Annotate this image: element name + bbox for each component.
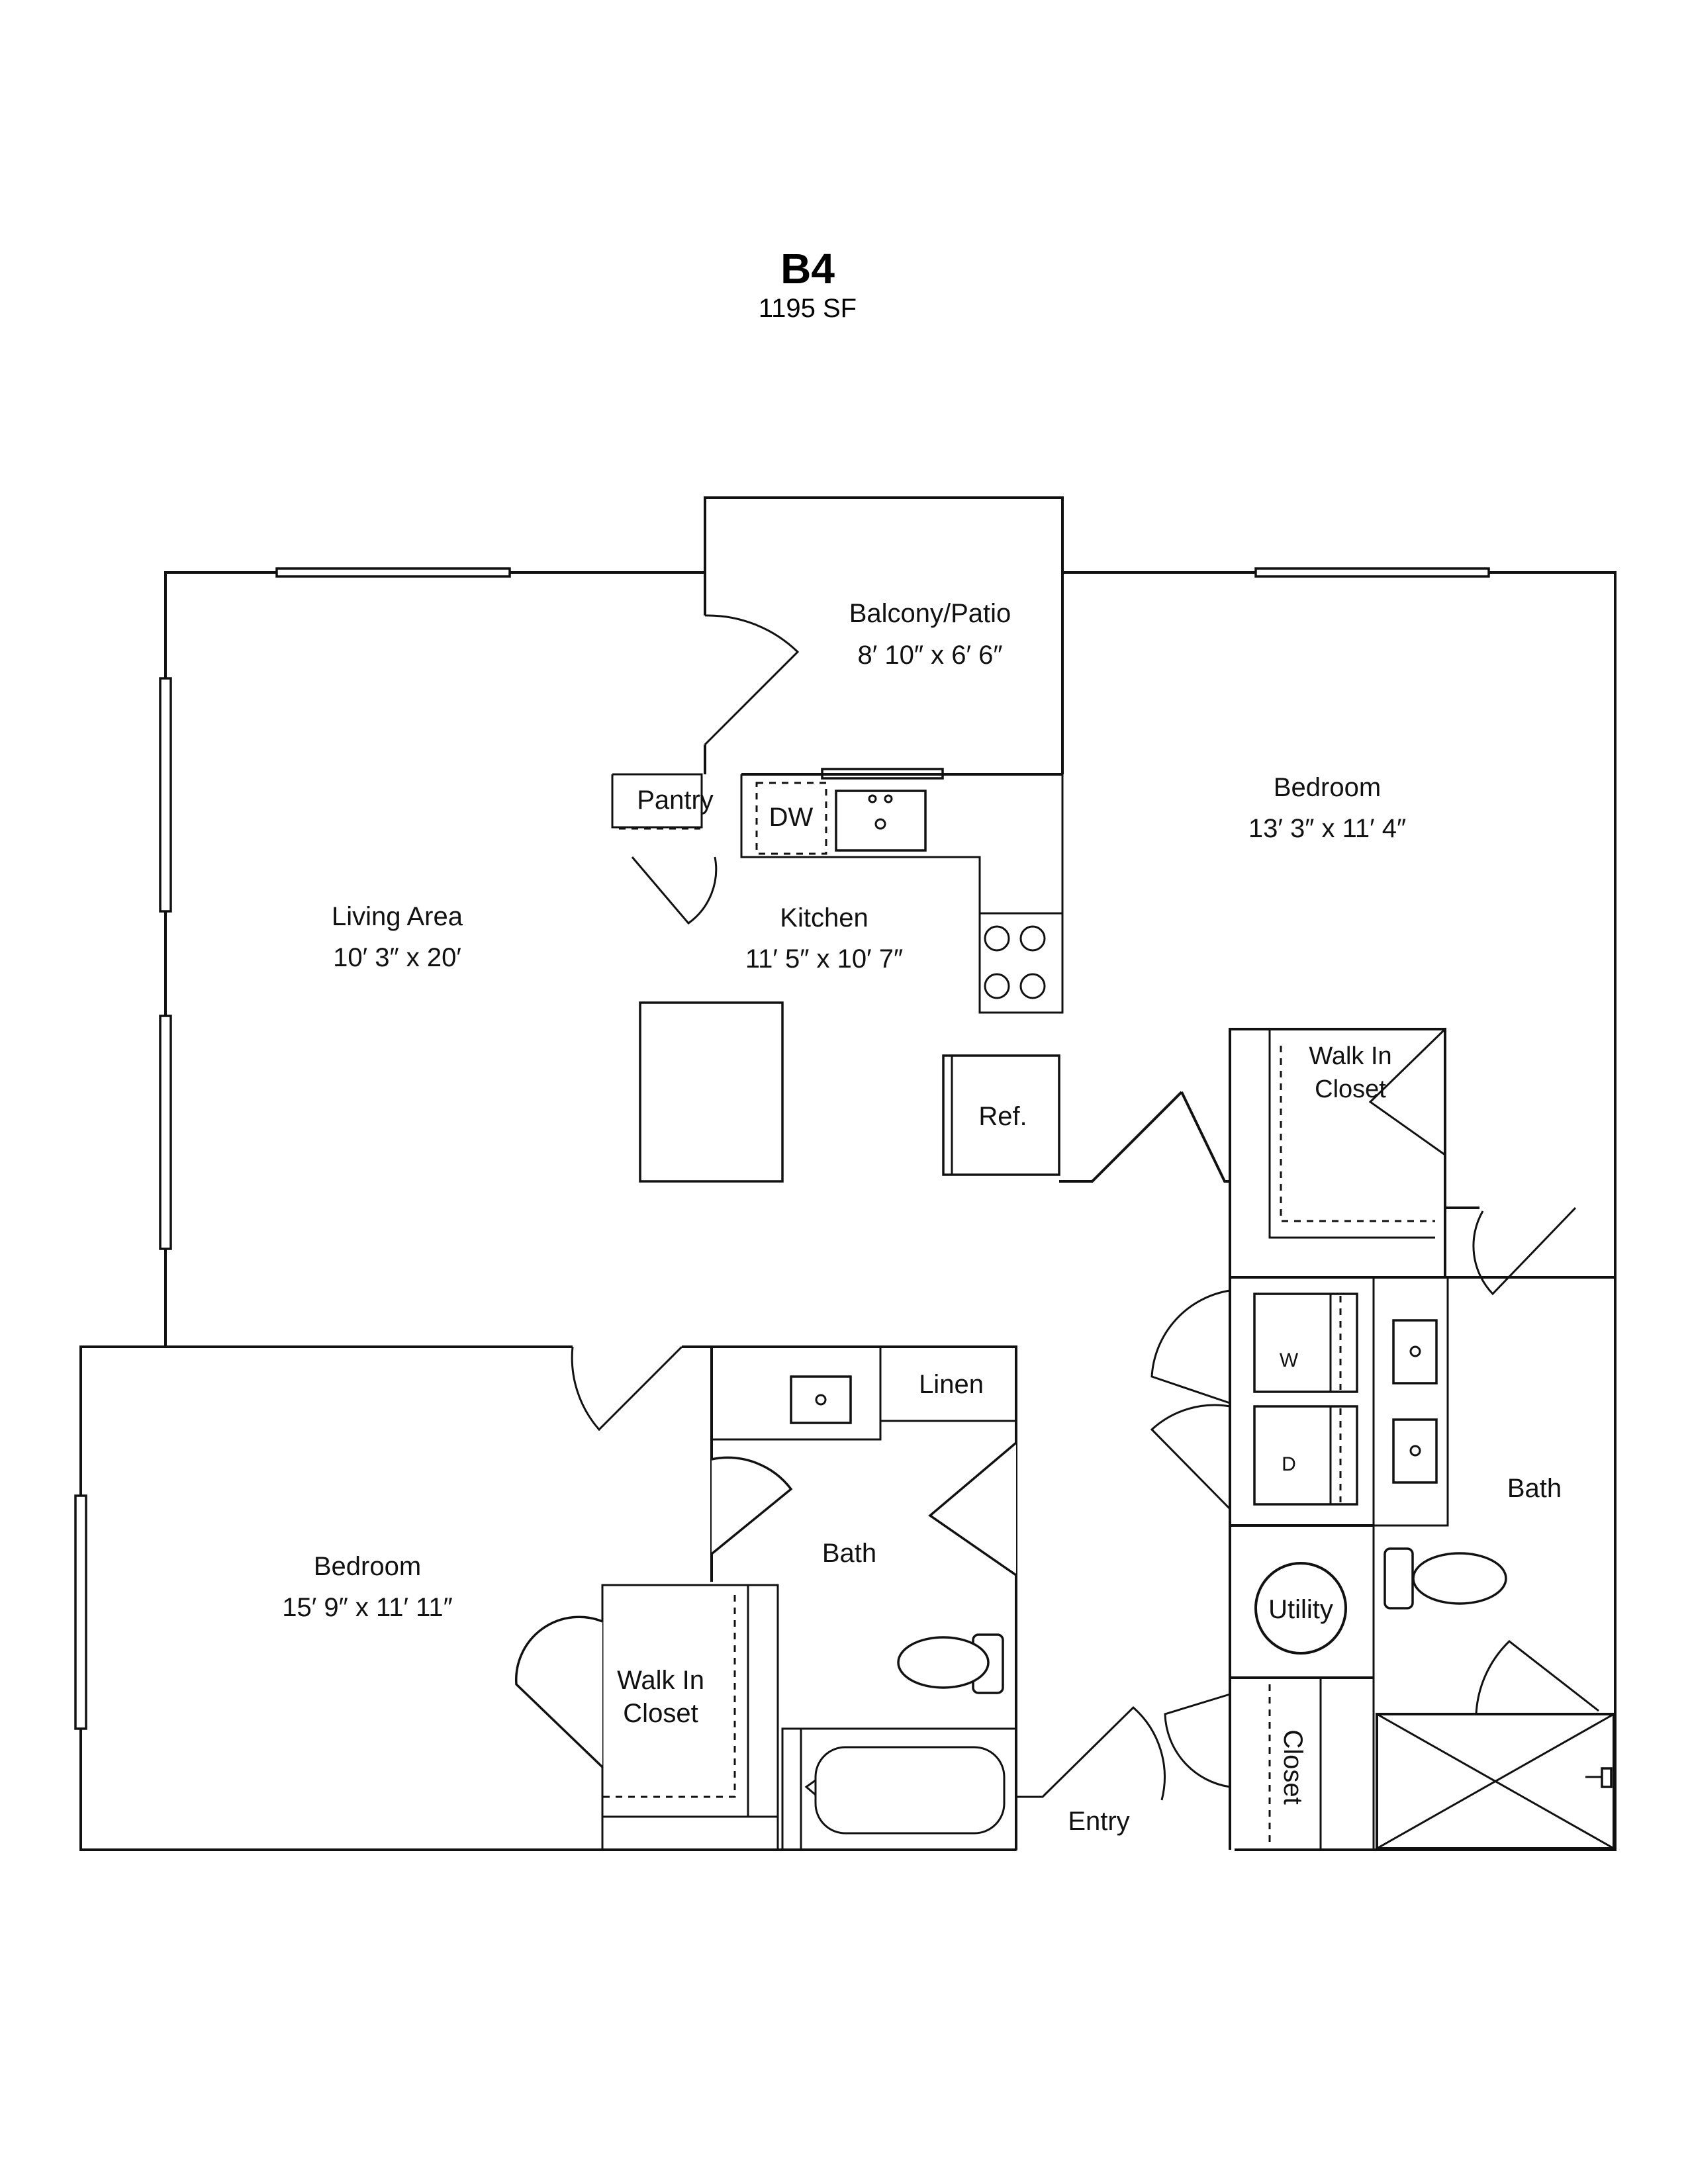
walkin-closet-second-door (515, 1615, 604, 1768)
exterior-walls (79, 496, 1617, 1851)
toilet-bowl-main (1412, 1552, 1507, 1605)
label-bedroom-second: Bedroom (314, 1552, 421, 1581)
linen-door (928, 1441, 1017, 1576)
label-walkin-main-line1: Walk In (1309, 1042, 1391, 1070)
label-linen: Linen (919, 1370, 984, 1399)
shower-door (1475, 1640, 1599, 1715)
window-bedroom-top (1254, 567, 1490, 578)
second-bedroom-walls (515, 1345, 1017, 1851)
stove-burner (1019, 973, 1046, 999)
label-dryer: D (1282, 1453, 1296, 1475)
washer (1253, 1293, 1358, 1393)
label-walkin-second-line2: Closet (623, 1699, 698, 1728)
toilet-tank-main (1383, 1547, 1414, 1610)
water-heater (1254, 1562, 1347, 1655)
laundry-door-upper (1150, 1289, 1231, 1404)
window-living-left-1 (159, 677, 172, 913)
room-labels: Balcony/Patio 8′ 10″ x 6′ 6″ Bedroom 13′… (282, 599, 1562, 1836)
label-bedroom-second-dims: 15′ 9″ x 11′ 11″ (282, 1593, 453, 1622)
plan-header: B4 1195 SF (0, 245, 1615, 324)
label-bedroom-main: Bedroom (1274, 773, 1381, 802)
label-bath-second: Bath (822, 1539, 876, 1568)
label-bath-main: Bath (1507, 1474, 1562, 1503)
bedroom-main-door (1472, 1206, 1577, 1296)
stove-burner (984, 925, 1010, 952)
closet-entry-door (1164, 1693, 1231, 1788)
stove-burner (1019, 925, 1046, 952)
label-entry: Entry (1068, 1807, 1129, 1836)
dryer (1253, 1405, 1358, 1506)
window-bedroom-left (74, 1494, 87, 1730)
laundry-door-lower (1150, 1404, 1231, 1510)
label-living: Living Area (332, 902, 463, 931)
walkin-closet-main-door (1368, 1028, 1446, 1156)
toilet-bowl-second (897, 1636, 990, 1689)
shower (1376, 1713, 1615, 1850)
plan-area: 1195 SF (758, 294, 857, 323)
label-balcony-dims: 8′ 10″ x 6′ 6″ (857, 641, 1002, 670)
label-walkin-main-line2: Closet (1315, 1075, 1386, 1103)
label-living-dims: 10′ 3″ x 20′ (333, 943, 461, 972)
bathtub (781, 1727, 1017, 1851)
pantry-door-swing (631, 856, 718, 925)
bath-second-door (710, 1456, 793, 1582)
window-living-left-2 (159, 1015, 172, 1250)
refrigerator (942, 1054, 1060, 1176)
plan-name: B4 (780, 245, 835, 293)
kitchen-island (639, 1001, 784, 1183)
balcony-walls (704, 572, 1064, 774)
label-closet: Closet (1278, 1729, 1307, 1804)
dishwasher (755, 782, 827, 855)
linen-closet (879, 1345, 1017, 1422)
label-washer: W (1280, 1349, 1299, 1371)
sink-main-1 (1392, 1319, 1438, 1385)
vanity-main (1372, 1276, 1449, 1527)
label-kitchen: Kitchen (780, 903, 868, 933)
sink-kitchen (835, 790, 927, 852)
label-bedroom-main-dims: 13′ 3″ x 11′ 4″ (1248, 814, 1406, 843)
label-utility: Utility (1268, 1595, 1333, 1624)
label-walkin-second-line1: Walk In (617, 1666, 704, 1695)
main-bath (1372, 1276, 1615, 1850)
label-pantry: Pantry (637, 786, 714, 815)
balcony-door-swing (704, 614, 800, 746)
entry-door (1016, 1706, 1166, 1801)
label-dishwasher: DW (769, 803, 814, 832)
label-kitchen-dims: 11′ 5″ x 10′ 7″ (745, 944, 903, 974)
sink-main-2 (1392, 1418, 1438, 1484)
label-refrigerator: Ref. (978, 1102, 1027, 1131)
kitchen-fixtures (611, 773, 1183, 1183)
second-bath (710, 1345, 1166, 1851)
sink-second (790, 1375, 852, 1424)
window-living-top (275, 567, 511, 578)
bedroom-second-door (571, 1345, 683, 1432)
laundry-utility (1150, 1276, 1377, 1850)
label-balcony: Balcony/Patio (849, 599, 1011, 628)
stove-burner (984, 973, 1010, 999)
